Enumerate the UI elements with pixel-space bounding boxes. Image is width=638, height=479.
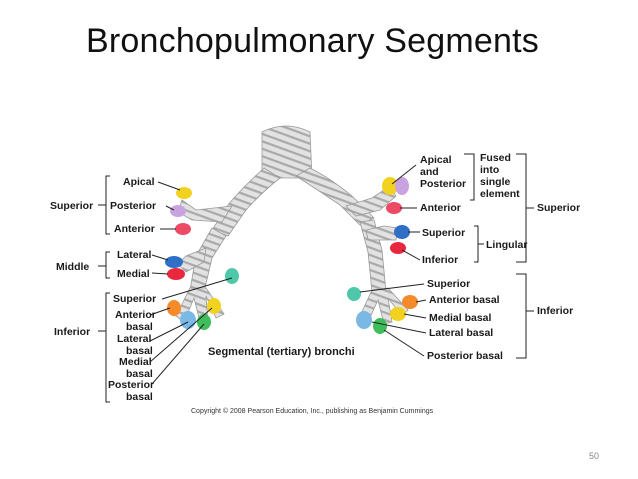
label-left-anterior-basal-2: basal (126, 321, 153, 333)
coil-left-inf-superior (225, 268, 239, 284)
label-right-anterior: Anterior (420, 202, 461, 214)
label-right-ling-superior: Superior (422, 227, 465, 239)
label-left-superior-group: Superior (50, 200, 93, 212)
label-left-lateral-basal-1: Lateral (117, 333, 152, 345)
coil-left-lateral (165, 256, 183, 268)
label-right-inferior-group: Inferior (537, 305, 573, 317)
coil-right-ling-superior (394, 225, 410, 239)
trachea (261, 125, 313, 179)
right-segment-coils (347, 177, 418, 334)
label-right-apical-2: and (420, 166, 439, 178)
right-leader-lines (359, 153, 534, 359)
coil-right-anterior-basal (402, 295, 418, 309)
coil-right-posterior-basal (373, 318, 387, 334)
label-left-lateral-basal-2: basal (126, 345, 153, 357)
label-left-medial: Medial (117, 268, 150, 280)
label-left-anterior-basal-1: Anterior (115, 309, 156, 321)
label-right-fused-2: into (480, 164, 499, 176)
label-right-fused-1: Fused (480, 152, 511, 164)
airway-tree (175, 125, 409, 325)
label-left-medial-basal-2: basal (126, 368, 153, 380)
label-right-lingular: Lingular (486, 239, 527, 251)
left-middle-branch (177, 247, 207, 273)
label-left-anterior: Anterior (114, 223, 155, 235)
coil-right-ling-inferior (390, 242, 406, 254)
label-left-posterior-basal-2: basal (126, 391, 153, 403)
label-right-medial-basal: Medial basal (429, 312, 492, 324)
coil-left-medial (167, 268, 185, 280)
label-left-inf-superior: Superior (113, 293, 156, 305)
coil-right-medial-basal (390, 307, 406, 321)
label-left-apical: Apical (123, 176, 155, 188)
label-left-posterior: Posterior (110, 200, 156, 212)
label-right-apical-3: Posterior (420, 178, 466, 190)
coil-left-medial-basal (207, 298, 221, 314)
coil-left-posterior (170, 205, 186, 217)
slide-title: Bronchopulmonary Segments (86, 22, 539, 60)
label-right-posterior-basal: Posterior basal (427, 350, 503, 362)
label-left-inferior-group: Inferior (54, 326, 90, 338)
coil-left-posterior-basal (197, 314, 211, 330)
left-main-bronchus (211, 167, 281, 237)
label-left-posterior-basal-1: Posterior (108, 379, 154, 391)
left-upper-branch (177, 199, 233, 223)
label-left-middle-group: Middle (56, 261, 89, 273)
left-leader-lines (98, 175, 233, 403)
coil-right-inf-superior (347, 287, 361, 301)
coil-left-apical (176, 187, 192, 199)
right-upper-branch (345, 185, 397, 217)
coil-right-apical (382, 177, 398, 195)
coil-left-lateral-basal (180, 311, 196, 329)
right-main-bronchus (295, 167, 375, 226)
page-number: 50 (589, 451, 600, 461)
coil-right-lateral-basal (356, 311, 372, 329)
diagram-caption: Segmental (tertiary) bronchi (208, 346, 355, 358)
label-right-lateral-basal: Lateral basal (429, 327, 493, 339)
label-right-inf-superior: Superior (427, 278, 470, 290)
coil-right-posterior (395, 177, 409, 195)
coil-left-anterior (175, 223, 191, 235)
label-left-medial-basal-1: Medial (119, 356, 152, 368)
label-right-ling-inferior: Inferior (422, 254, 458, 266)
coil-left-anterior-basal (167, 300, 181, 316)
label-right-fused-4: element (480, 188, 520, 200)
label-right-superior-group: Superior (537, 202, 580, 214)
coil-right-anterior (386, 202, 402, 214)
label-left-lateral: Lateral (117, 249, 152, 261)
label-right-anterior-basal: Anterior basal (429, 294, 500, 306)
copyright-notice: Copyright © 2008 Pearson Education, Inc.… (191, 408, 434, 415)
label-right-apical-1: Apical (420, 154, 452, 166)
label-right-fused-3: single (480, 176, 511, 188)
right-mid-branch (365, 225, 399, 241)
